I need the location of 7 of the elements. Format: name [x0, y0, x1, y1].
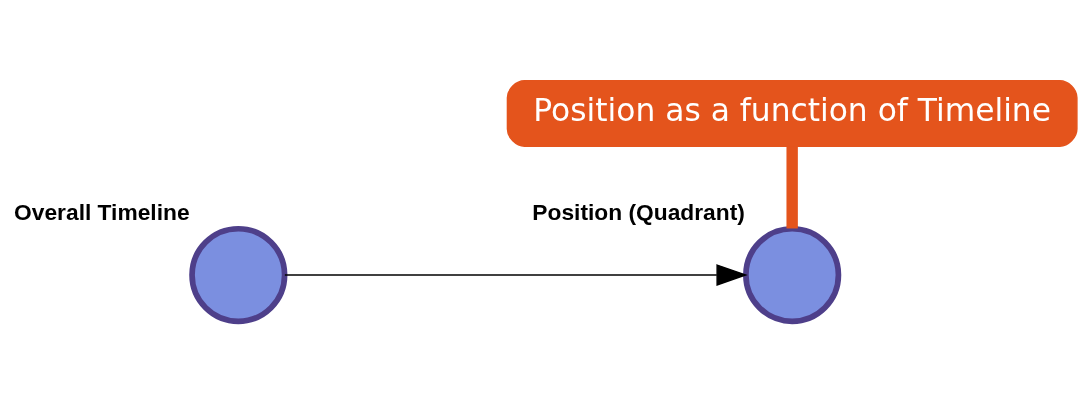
node-circle — [189, 225, 288, 324]
node-label: Position (Quadrant) — [532, 198, 745, 225]
node-label: Overall Timeline — [14, 198, 190, 225]
node-box: Position as a function of Timeline — [506, 79, 1078, 147]
node-circle — [743, 225, 842, 324]
connector — [786, 145, 798, 228]
arrow — [284, 263, 748, 286]
